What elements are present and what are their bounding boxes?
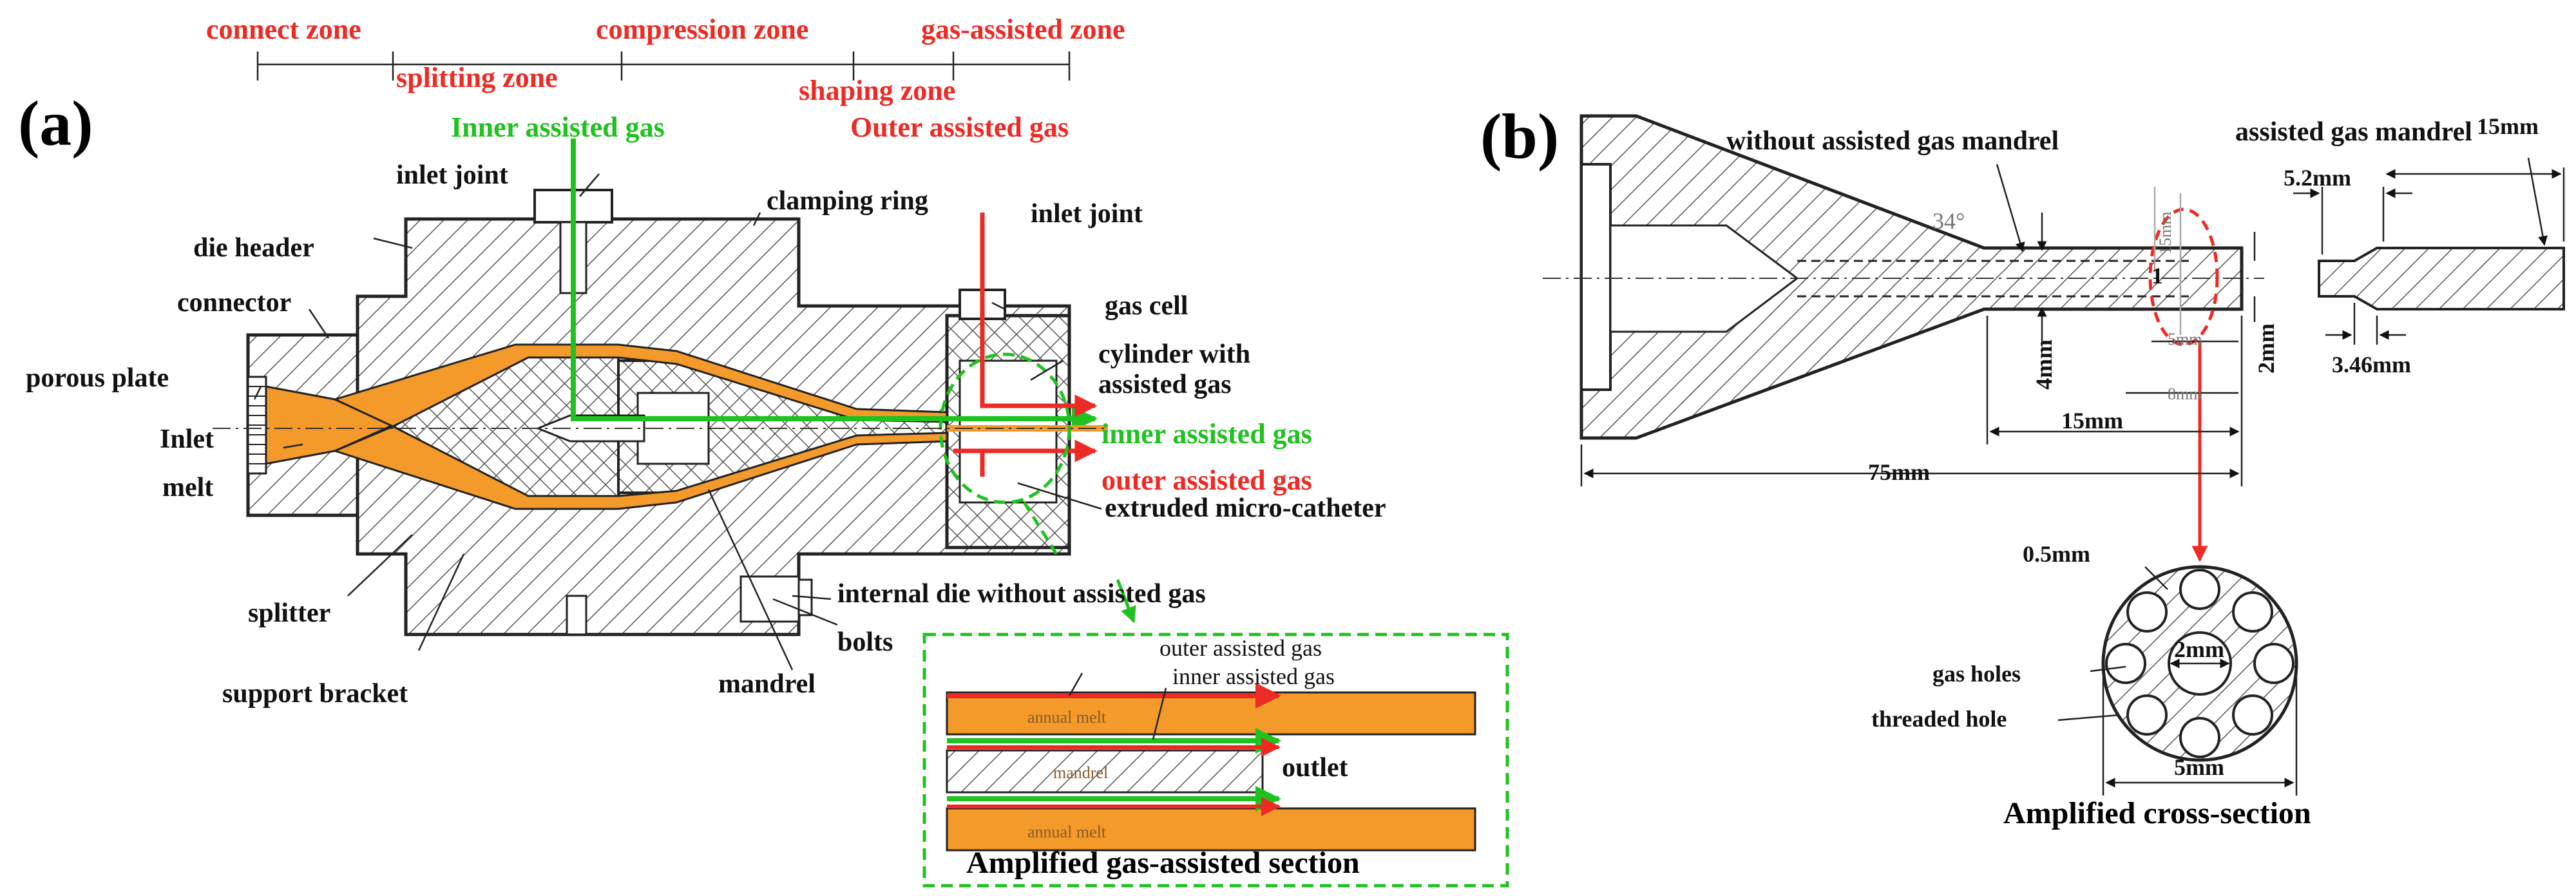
label-angle: 34° bbox=[1932, 208, 1965, 234]
panel-b-label: (b) bbox=[1480, 100, 1559, 172]
dim-15mm-bottom: 15mm bbox=[2061, 408, 2123, 434]
label-clamping-ring: clamping ring bbox=[767, 186, 928, 216]
label-assisted-mandrel: assisted gas mandrel bbox=[2235, 117, 2472, 147]
dim-3-46mm: 3.46mm bbox=[2332, 352, 2411, 377]
label-extruded: extruded micro-catheter bbox=[1105, 493, 1386, 523]
inner-gas-title: Inner assisted gas bbox=[451, 111, 665, 143]
die-body bbox=[213, 138, 1136, 636]
section-title: Amplified cross-section bbox=[2003, 796, 2311, 830]
dim-75mm: 75mm bbox=[1868, 459, 1930, 485]
zone-ruler: connect zone splitting zone compression … bbox=[206, 14, 1125, 106]
leaders-a bbox=[253, 173, 1102, 671]
section-0-5mm: 0.5mm bbox=[2023, 541, 2090, 567]
inset-gas-assisted: outer assisted gas inner assisted gas an… bbox=[922, 633, 1509, 888]
label-bolts: bolts bbox=[837, 627, 893, 657]
inset-annual-melt-bottom: annual melt bbox=[1027, 823, 1107, 841]
inset-title: Amplified gas-assisted section bbox=[966, 846, 1360, 880]
dim-8mm-small: 8mm bbox=[2168, 385, 2202, 403]
zone-gas-assisted: gas-assisted zone bbox=[921, 14, 1125, 45]
label-outer-assisted-gas: outer assisted gas bbox=[1102, 464, 1312, 496]
panel-a: (a) connect zone splitting zone compress… bbox=[18, 14, 1509, 888]
inset-inner-gas: inner assisted gas bbox=[1172, 663, 1335, 689]
label-internal-die: internal die without assisted gas bbox=[837, 579, 1206, 609]
dim-15mm-vertical: 15mm bbox=[2156, 212, 2175, 254]
label-cylinder-1: cylinder with bbox=[1098, 339, 1250, 369]
zone-compression: compression zone bbox=[596, 14, 808, 45]
zone-shaping: shaping zone bbox=[799, 75, 955, 106]
mandrel-drawing bbox=[1543, 114, 2565, 562]
panel-b: (b) bbox=[1480, 100, 2565, 830]
label-support-bracket: support bracket bbox=[222, 679, 408, 709]
inset-outlet: outlet bbox=[1282, 753, 1348, 783]
label-cylinder-2: assisted gas bbox=[1098, 370, 1232, 399]
label-inlet: Inlet bbox=[160, 424, 214, 454]
section-5mm: 5mm bbox=[2174, 754, 2224, 780]
dim-2mm: 2mm bbox=[2253, 323, 2279, 374]
zone-splitting: splitting zone bbox=[396, 62, 558, 93]
label-mandrel: mandrel bbox=[718, 669, 816, 699]
inset-outer-gas: outer assisted gas bbox=[1159, 635, 1322, 661]
section-threaded-hole: threaded hole bbox=[1871, 706, 2007, 732]
dim-4mm: 4mm bbox=[2031, 339, 2057, 390]
label-splitter: splitter bbox=[248, 598, 330, 628]
label-without-mandrel: without assisted gas mandrel bbox=[1726, 126, 2059, 156]
dim-5-2mm: 5.2mm bbox=[2284, 165, 2351, 191]
label-connector: connector bbox=[177, 288, 291, 318]
label-gas-cell: gas cell bbox=[1105, 291, 1188, 321]
section-gas-holes: gas holes bbox=[1932, 661, 2021, 687]
panel-a-label: (a) bbox=[18, 88, 93, 159]
dim-15mm-right: 15mm bbox=[2477, 113, 2539, 139]
label-die-header: die header bbox=[193, 233, 314, 263]
dims-b bbox=[1580, 157, 2565, 486]
label-inlet-joint-left: inlet joint bbox=[396, 160, 508, 190]
zone-connect: connect zone bbox=[206, 14, 361, 45]
label-inner-assisted-gas: inner assisted gas bbox=[1102, 418, 1312, 450]
cross-section bbox=[2057, 565, 2298, 796]
label-melt: melt bbox=[162, 473, 213, 502]
dim-5mm-small: 5mm bbox=[2168, 330, 2202, 348]
label-inlet-joint-right: inlet joint bbox=[1031, 199, 1143, 229]
section-2mm: 2mm bbox=[2174, 636, 2224, 662]
outer-gas-title: Outer assisted gas bbox=[850, 111, 1069, 143]
inset-mandrel: mandrel bbox=[1053, 763, 1108, 782]
label-porous-plate: porous plate bbox=[26, 363, 169, 393]
inset-annual-melt-top: annual melt bbox=[1027, 708, 1107, 727]
dim-1: 1 bbox=[2151, 263, 2163, 289]
